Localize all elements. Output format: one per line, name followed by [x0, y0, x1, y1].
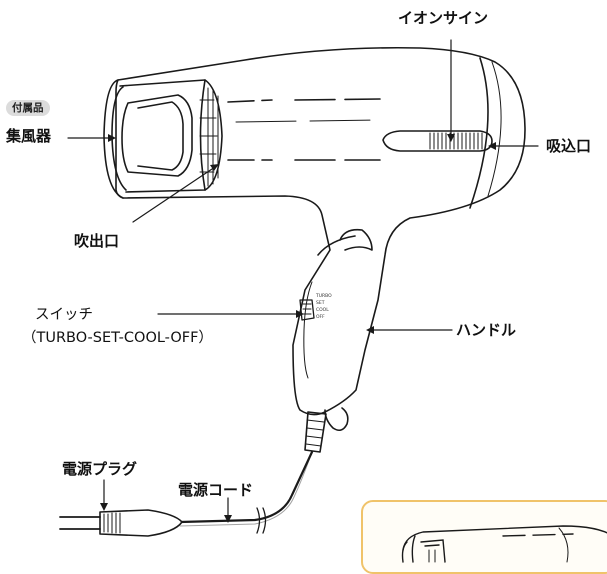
label-switch: スイッチ	[35, 307, 93, 323]
switch-marking-set: SET	[316, 301, 325, 306]
label-cord: 電源コード	[178, 481, 254, 499]
inset-panel	[361, 500, 607, 574]
hair-dryer-diagram: TURBO SET COOL OFF イオンサイン 付属品 集風器 吸込口 吹出…	[6, 9, 607, 574]
label-switch-modes: （TURBO-SET-COOL-OFF）	[22, 330, 213, 346]
label-ion-sign: イオンサイン	[398, 9, 489, 27]
switch-marking-cool: COOL	[316, 308, 329, 313]
switch-marking-turbo: TURBO	[316, 294, 332, 299]
label-handle: ハンドル	[456, 321, 517, 339]
cord-guard	[304, 411, 327, 453]
switch-marking-off: OFF	[316, 315, 325, 320]
concentrator-body	[119, 79, 223, 193]
inset-dryer-illustration	[401, 525, 607, 563]
accessory-badge: 付属品	[6, 100, 50, 116]
dryer-body	[115, 46, 526, 416]
leader-outlet	[132, 166, 216, 223]
label-outlet: 吹出口	[74, 232, 120, 250]
nozzle-rim	[103, 79, 124, 199]
label-plug: 電源プラグ	[62, 460, 138, 478]
concentrator-opening	[121, 94, 193, 177]
label-intake: 吸込口	[546, 137, 592, 155]
intake-slot	[382, 130, 493, 152]
dryer-illustration	[59, 39, 539, 537]
label-concentrator: 集風器	[6, 127, 52, 145]
